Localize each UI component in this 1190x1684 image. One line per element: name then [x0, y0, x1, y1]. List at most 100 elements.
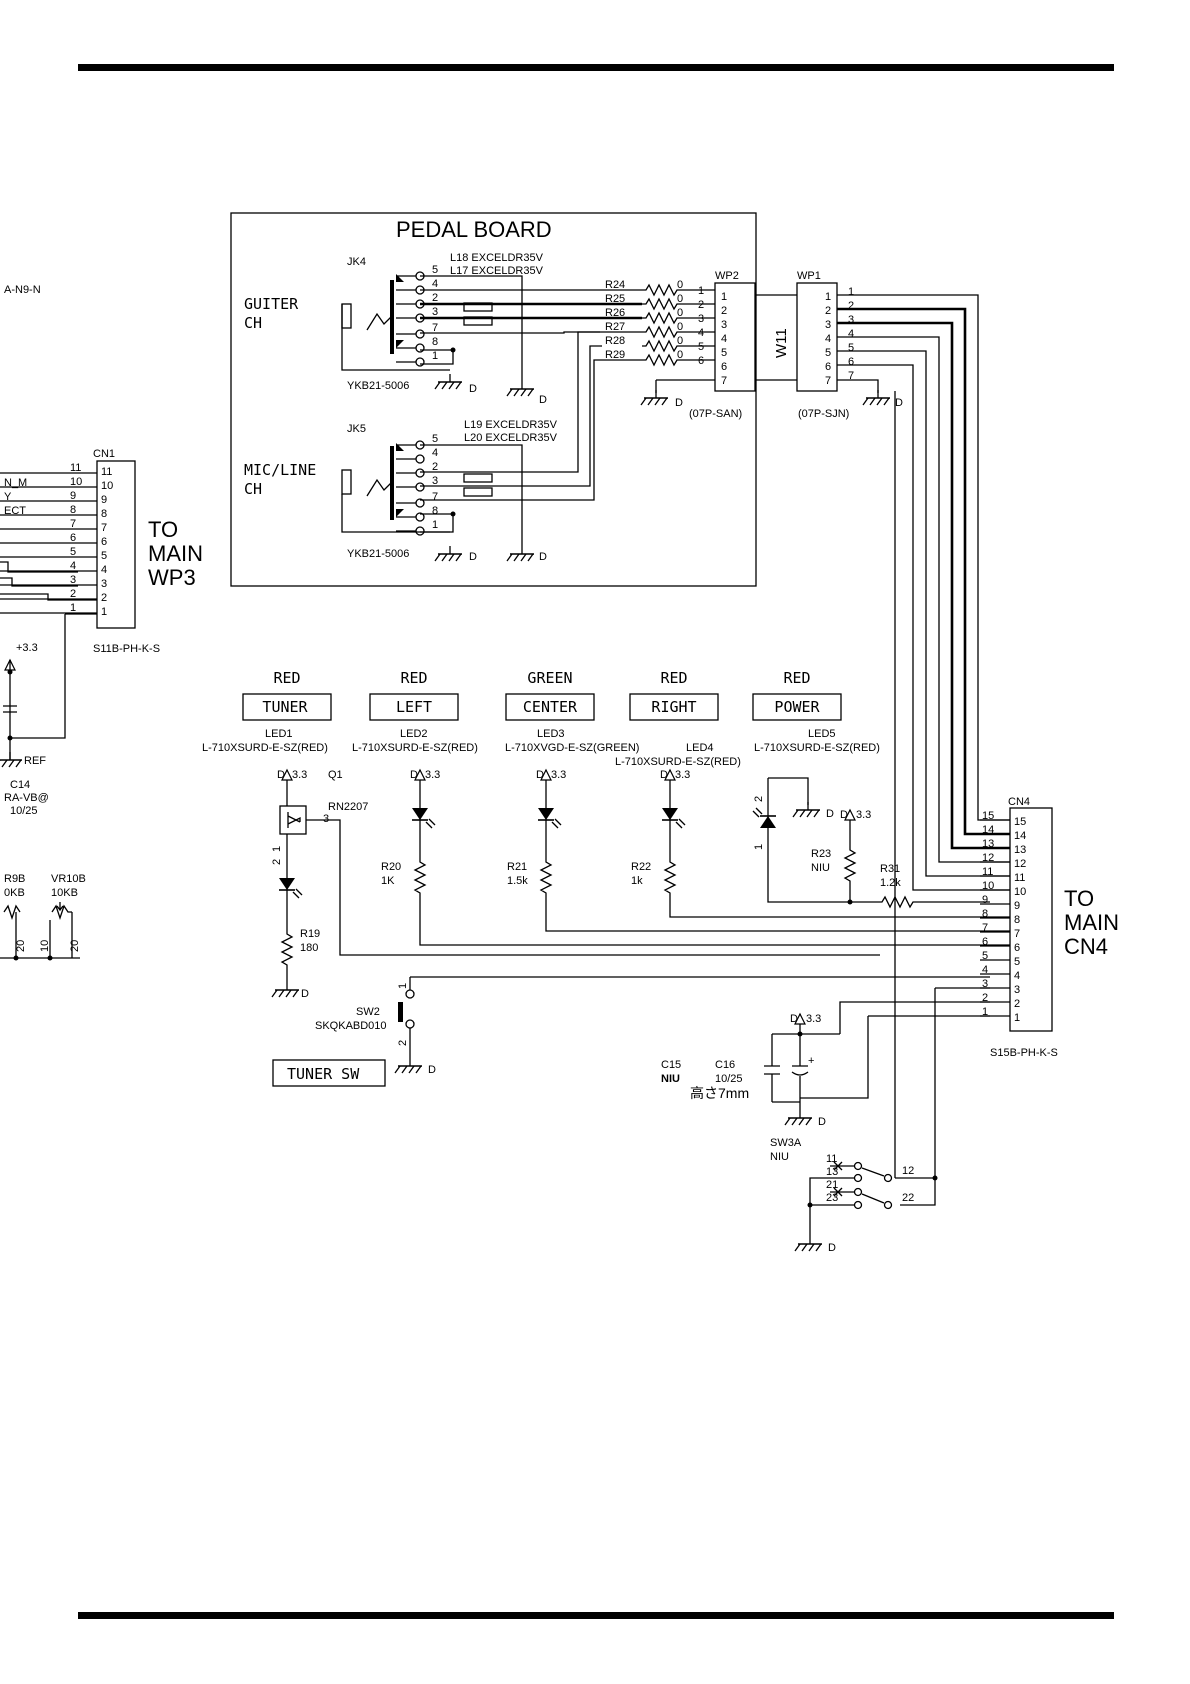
plus: +: [808, 1055, 814, 1067]
led-name-box: [242, 693, 332, 721]
q-pin: 3: [323, 813, 329, 825]
cn4-pin-number: 1: [982, 1006, 988, 1018]
led-name: LEFT: [396, 698, 432, 716]
wp-pin-label: 1: [721, 291, 727, 303]
wp1-ref: WP1: [797, 270, 821, 282]
jk5-filter-2: L20 EXCELDR35V: [464, 432, 558, 444]
net-label-1: A-N9-N: [4, 284, 41, 296]
vcc-d: D: [410, 769, 418, 781]
wp2-input-pin: 2: [698, 299, 704, 311]
wp-pin-label: 6: [825, 361, 831, 373]
jk4-name-1: GUITER: [244, 295, 299, 313]
net-label-2: N_M: [4, 477, 27, 489]
bus-wire: [837, 321, 1010, 850]
wp1-part: (07P-SJN): [798, 408, 849, 420]
led-ref: LED2: [400, 728, 428, 740]
c15-val: NIU: [661, 1073, 680, 1085]
cn4-pin-number: 3: [982, 978, 988, 990]
led-name-box: [752, 693, 842, 721]
cn4-pin-number: 2: [982, 992, 988, 1004]
wp1-output-pin: 3: [848, 314, 854, 326]
c16-val: 10/25: [715, 1073, 743, 1085]
resistor-ref: R22: [631, 861, 651, 873]
jack-pin-label: 8: [432, 505, 438, 517]
c14-ref: C14: [10, 779, 30, 791]
resistor-val: 1k: [631, 875, 643, 887]
vr10b-ref: VR10B: [51, 873, 86, 885]
cn1-connector: CN1 S11B-PH-K-S 111110109988776655443322…: [0, 448, 203, 655]
cn4-pin-label: 5: [1014, 956, 1020, 968]
resistor-ref: R25: [605, 293, 625, 305]
cn1-pin-number: 6: [70, 532, 76, 544]
left-vcc: +3.3: [16, 642, 38, 654]
led-name: CENTER: [523, 698, 578, 716]
wp1-output-pin: 2: [848, 300, 854, 312]
wp-pin-label: 2: [721, 305, 727, 317]
wp1-output-pin: 6: [848, 356, 854, 368]
jk4-part: YKB21-5006: [347, 380, 409, 392]
cn1-pin-number: 7: [70, 518, 76, 530]
cn4-dest-3: CN4: [1064, 934, 1108, 959]
cn4-pin-label: 7: [1014, 928, 1020, 940]
wp1-output-pin: 7: [848, 370, 854, 382]
cn4-pin-label: 9: [1014, 900, 1020, 912]
sw3a-pin: 21: [826, 1179, 838, 1191]
cn4-pin-label: 15: [1014, 816, 1026, 828]
wp-pin-label: 6: [721, 361, 727, 373]
led-ref: LED5: [808, 728, 836, 740]
c14-type: RA-VB@: [4, 792, 49, 804]
cn1-pin-label: 8: [101, 508, 107, 520]
jack-contact: [415, 343, 425, 353]
wp1-output-pin: 4: [848, 328, 854, 340]
led-part: L-710XSURD-E-SZ(RED): [352, 742, 478, 754]
cn4-pin-number: 7: [982, 922, 988, 934]
vcc-label: 3.3: [292, 769, 307, 781]
gnd-label: D: [818, 1116, 826, 1128]
sw2-part: SKQKABD010: [315, 1020, 387, 1032]
pin-label: 1: [753, 844, 765, 850]
led-name: RIGHT: [651, 698, 696, 716]
sw2-switch: D SW2 SKQKABD010 1 2 TUNER SW: [272, 976, 990, 1087]
cn4-pin-label: 13: [1014, 844, 1026, 856]
r9b-ref: R9B: [4, 873, 25, 885]
led-color: RED: [273, 669, 300, 687]
cn4-pin-label: 8: [1014, 914, 1020, 926]
cn4-pin-label: 10: [1014, 886, 1026, 898]
cn4-ref: CN4: [1008, 796, 1030, 808]
led-part: L-710XSURD-E-SZ(RED): [615, 756, 741, 768]
tuner-sw-label[interactable]: TUNER SW: [287, 1065, 360, 1083]
led-color: RED: [660, 669, 687, 687]
c16-ref: C16: [715, 1059, 735, 1071]
jack-pin-label: 1: [432, 350, 438, 362]
net-label-3: Y: [4, 491, 12, 503]
vcc-label: 3.3: [856, 809, 871, 821]
vcc-d: D: [536, 769, 544, 781]
cn4-pin-number: 13: [982, 838, 994, 850]
cn1-pin-number: 8: [70, 504, 76, 516]
cn1-pin-label: 2: [101, 592, 107, 604]
cn1-pin-label: 9: [101, 494, 107, 506]
jack-pin-label: 7: [432, 491, 438, 503]
wp-pin-label: 2: [825, 305, 831, 317]
jack-contact: [415, 454, 425, 464]
wp-pin-label: 3: [721, 319, 727, 331]
cn4-pin-number: 15: [982, 810, 994, 822]
gnd-label: D: [675, 397, 683, 409]
cn4-pin-number: 14: [982, 824, 994, 836]
jk5-filter-1: L19 EXCELDR35V: [464, 419, 558, 431]
led-part: L-710XVGD-E-SZ(GREEN): [505, 742, 639, 754]
r23-ref: R23: [811, 848, 831, 860]
ref-label: REF: [24, 755, 46, 767]
resistor-ref: R20: [381, 861, 401, 873]
cn4-pin-label: 1: [1014, 1012, 1020, 1024]
jack-pin-label: 1: [432, 519, 438, 531]
jack-pin-label: 5: [432, 264, 438, 276]
bus-wire: [837, 336, 1010, 863]
caps-vcc: 3.3: [806, 1013, 821, 1025]
bus-wire: [837, 350, 1010, 877]
rn-part: RN2207: [328, 801, 368, 813]
gnd-label: D: [301, 988, 309, 1000]
cn4-pin-number: 8: [982, 908, 988, 920]
